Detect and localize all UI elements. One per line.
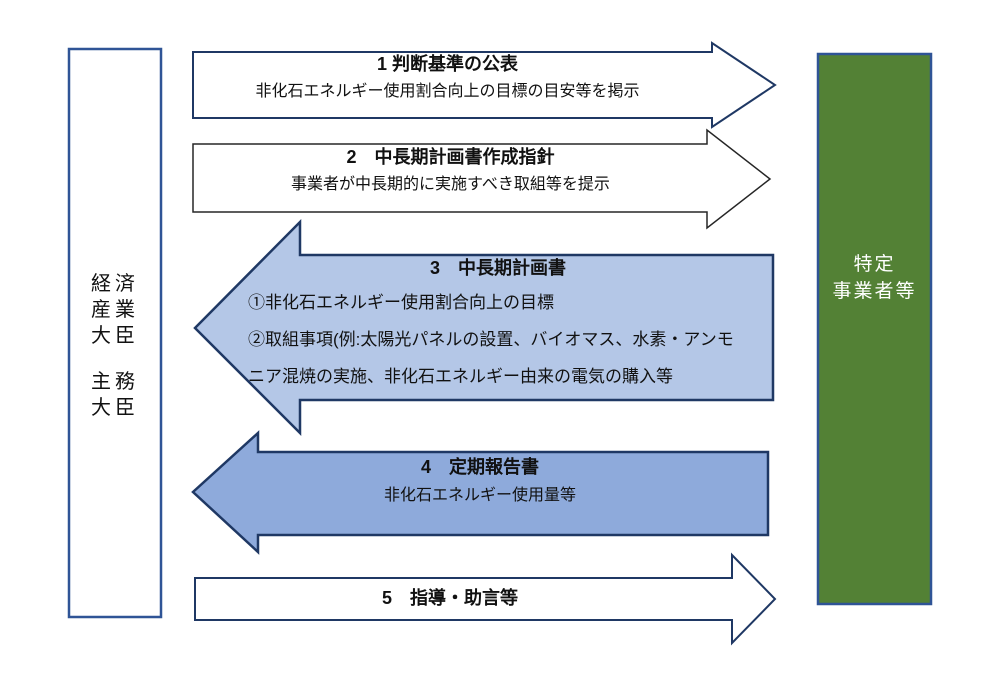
arrow-4-text: 4 定期報告書 非化石エネルギー使用量等 — [200, 456, 760, 506]
arrow-2-subtitle: 事業者が中長期的に実施すべき取組等を提示 — [291, 176, 610, 193]
arrow-4-subtitle: 非化石エネルギー使用量等 — [383, 487, 576, 504]
minister-box-shape — [67, 47, 163, 619]
operator-box-shape — [816, 52, 933, 606]
arrow-3-text: 3 中長期計画書 ①非化石エネルギー使用割合向上の目標 ②取組事項(例:太陽光パ… — [233, 257, 763, 395]
minister-label-line: 大臣 — [91, 324, 139, 347]
arrow-3-shape — [193, 218, 775, 437]
arrow-5-text: 5 指導・助言等 — [195, 587, 705, 609]
minister-box: 経済 産業 大臣 主務 大臣 — [68, 48, 162, 618]
arrow-1-text: 1 判断基準の公表 非化石エネルギー使用割合向上の目標の目安等を掲示 — [190, 53, 705, 102]
operator-box: 特定 事業者等 — [817, 53, 932, 605]
arrow-2-text: 2 中長期計画書作成指針 事業者が中長期的に実施すべき取組等を提示 — [193, 146, 708, 195]
minister-label-line: 産業 — [91, 298, 139, 321]
arrow-3-detail-line: ニア混焼の実施、非化石エネルギー由来の電気の購入等 — [248, 367, 673, 386]
arrow-3-title: 3 中長期計画書 — [429, 258, 566, 278]
arrow-1-title: 1 判断基準の公表 — [376, 54, 518, 74]
operator-label-line: 特定 — [853, 254, 896, 275]
arrow-3-detail-line: ①非化石エネルギー使用割合向上の目標 — [248, 293, 554, 312]
arrow-3-detail-line: ②取組事項(例:太陽光パネルの設置、バイオマス、水素・アンモ — [248, 330, 734, 349]
operator-label-line: 事業者等 — [832, 281, 917, 302]
arrow-4-shape — [191, 430, 770, 555]
arrow-1-shape — [192, 41, 777, 129]
arrow-1-subtitle: 非化石エネルギー使用割合向上の目標の目安等を掲示 — [255, 83, 640, 100]
arrow-4-title: 4 定期報告書 — [420, 457, 539, 477]
arrow-3-details: ①非化石エネルギー使用割合向上の目標 ②取組事項(例:太陽光パネルの設置、バイオ… — [233, 284, 763, 395]
minister-label-line: 経済 — [91, 272, 139, 295]
arrow-5-title: 5 指導・助言等 — [381, 588, 518, 608]
arrow-5-shape — [194, 552, 777, 646]
minister-label-line: 大臣 — [91, 396, 139, 419]
arrow-2-title: 2 中長期計画書作成指針 — [346, 147, 555, 167]
minister-label-line: 主務 — [91, 370, 139, 393]
arrow-2-shape — [192, 128, 772, 230]
